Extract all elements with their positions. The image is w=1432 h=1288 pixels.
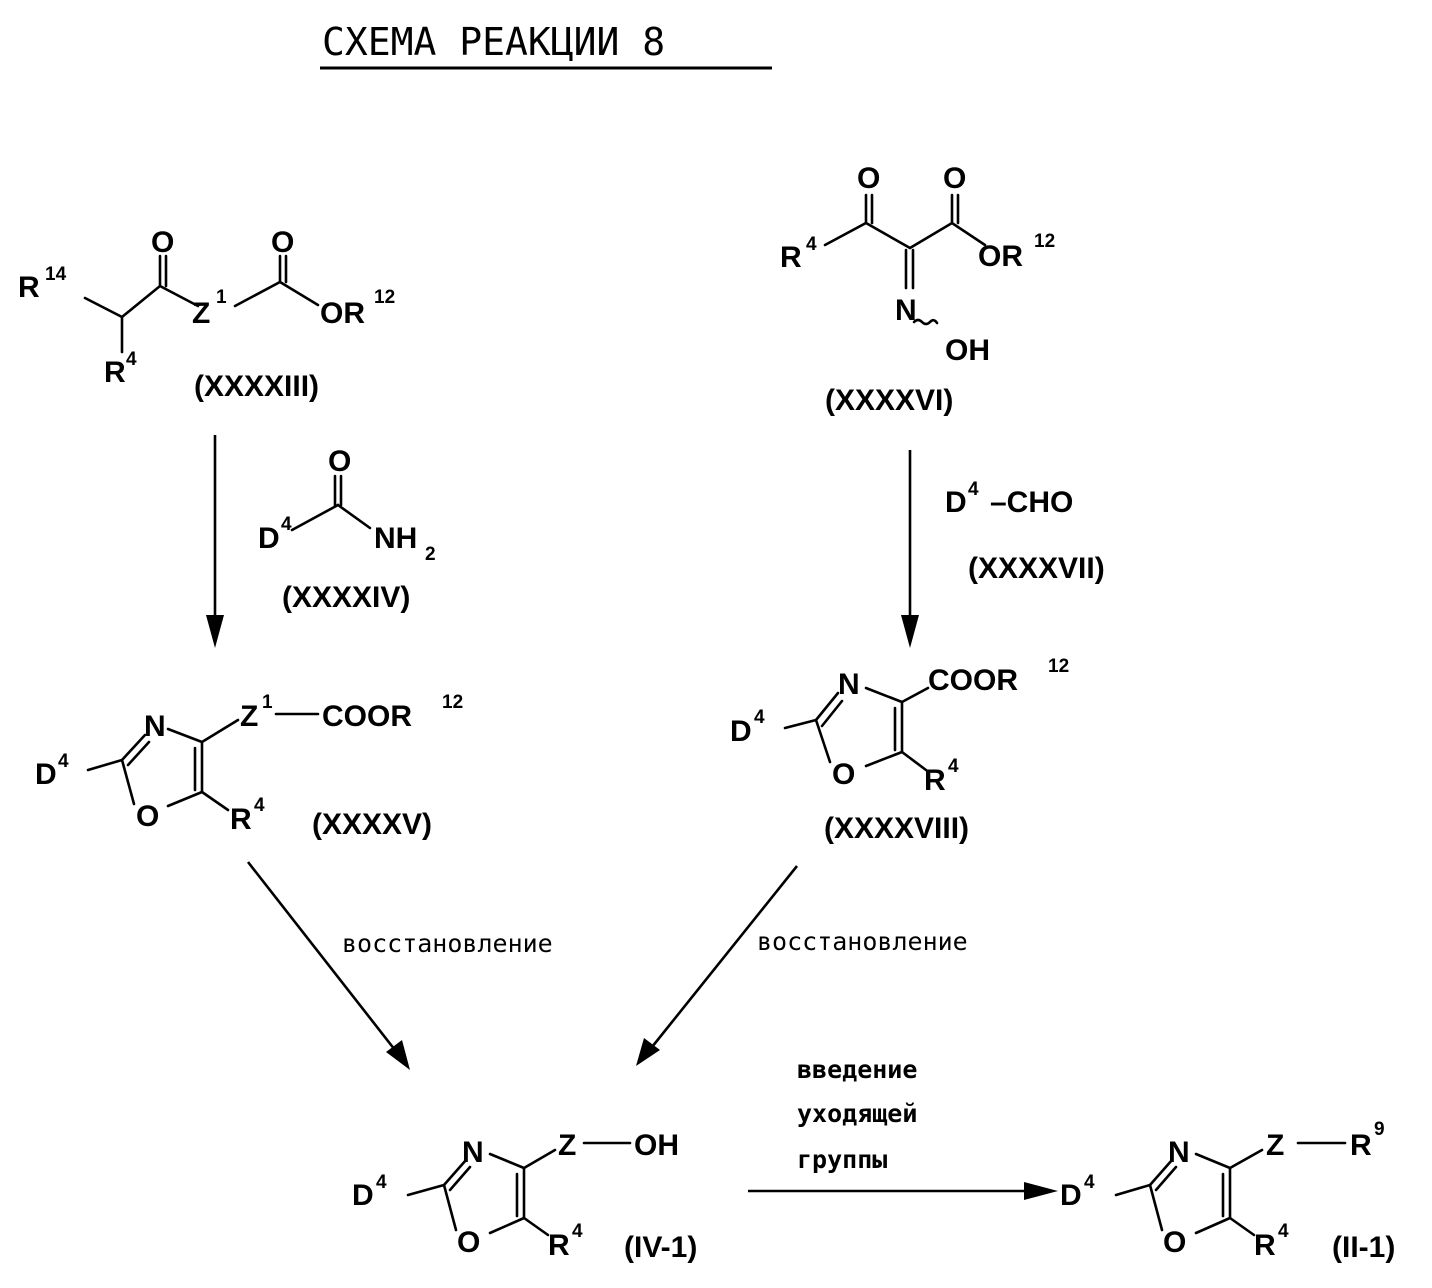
- compound-number: (XXXXVIII): [824, 812, 969, 845]
- coor12-label: COOR: [928, 664, 1018, 697]
- svg-text:14: 14: [45, 264, 67, 285]
- oxygen-label: O: [151, 226, 174, 259]
- arrow-head: [206, 615, 224, 648]
- chain-bonds: [85, 286, 198, 317]
- svg-text:4: 4: [572, 1221, 583, 1242]
- d4-label: D: [352, 1179, 374, 1212]
- d4-label: D: [258, 522, 280, 555]
- r14-label: R: [18, 271, 40, 304]
- nitrogen-label: N: [1168, 1136, 1190, 1169]
- compound-iv-1: D 4 N O R 4 Z OH (IV-1): [352, 1129, 697, 1264]
- compound-ii-1: D 4 N O R 4 Z R 9 (II-1): [1060, 1119, 1395, 1264]
- ring-bond: [122, 735, 145, 760]
- svg-text:4: 4: [281, 514, 292, 535]
- compound-xxxxviii: D 4 N O R 4 COOR 12 (XXXXVIII): [730, 656, 1069, 845]
- nitrogen-label: N: [462, 1136, 484, 1169]
- r4-label: R: [104, 356, 126, 389]
- reagent-xxxxvii: D 4 –CHO (XXXXVII): [945, 479, 1105, 585]
- compound-number: (XXXXV): [312, 808, 432, 841]
- oxygen-label: O: [857, 162, 880, 195]
- svg-text:4: 4: [58, 751, 69, 772]
- oxygen-label: O: [136, 800, 159, 833]
- aldehyde-label: –CHO: [990, 486, 1073, 519]
- arrow-head: [1024, 1182, 1058, 1200]
- d4-label: D: [730, 715, 752, 748]
- svg-text:4: 4: [254, 795, 265, 816]
- compound-xxxxvi: R 4 O O OR 12 N OH (XXXXVI): [780, 162, 1055, 417]
- reduction-label-left: восстановление: [342, 929, 553, 958]
- nitrogen-label: N: [895, 294, 917, 327]
- r4-label: R: [1254, 1229, 1276, 1262]
- svg-text:4: 4: [948, 756, 959, 777]
- svg-text:4: 4: [376, 1172, 387, 1193]
- compound-number: (XXXXVI): [825, 384, 953, 417]
- svg-text:4: 4: [968, 479, 979, 500]
- svg-text:4: 4: [1084, 1172, 1095, 1193]
- oxygen-label: O: [832, 758, 855, 791]
- oxygen-label: O: [457, 1226, 480, 1259]
- oxygen-label: O: [271, 226, 294, 259]
- or12-label: OR: [320, 297, 365, 330]
- reagent-xxxxiv: D 4 O NH 2 (XXXXIV): [258, 445, 436, 614]
- r9-label: R: [1350, 1129, 1372, 1162]
- svg-text:12: 12: [1034, 231, 1055, 252]
- r4-label: R: [230, 803, 252, 836]
- leaving-group-label-line3: группы: [797, 1145, 887, 1174]
- compound-number: (XXXXIII): [194, 370, 319, 403]
- d4-label: D: [35, 758, 57, 791]
- z1-label: Z: [192, 297, 210, 330]
- oxygen-label: O: [943, 162, 966, 195]
- compound-number: (IV-1): [624, 1231, 697, 1264]
- nitrogen-label: N: [144, 710, 166, 743]
- ring-bond: [816, 693, 838, 720]
- or12-label: OR: [978, 240, 1023, 273]
- z-label: Z: [558, 1129, 576, 1162]
- leaving-group-label-line2: уходящей: [797, 1099, 917, 1128]
- compound-number: (II-1): [1332, 1231, 1395, 1264]
- d4-label: D: [945, 486, 967, 519]
- svg-text:4: 4: [806, 234, 817, 255]
- compound-xxxxiii: R 14 R 4 O O Z 1 OR 12 (XXXXIII): [18, 226, 395, 403]
- svg-text:4: 4: [754, 707, 765, 728]
- svg-text:12: 12: [1048, 656, 1069, 677]
- amide-nh2-label: NH: [374, 522, 417, 555]
- coor12-label: COOR: [322, 700, 412, 733]
- reduction-label-right: восстановление: [757, 927, 968, 956]
- leaving-group-label-line1: введение: [797, 1055, 917, 1084]
- svg-text:2: 2: [425, 544, 436, 565]
- ester-bonds: [235, 282, 318, 306]
- svg-text:1: 1: [216, 287, 227, 308]
- reduction-arrow-right: [652, 866, 797, 1047]
- svg-text:9: 9: [1374, 1119, 1385, 1140]
- z1-label: Z: [240, 700, 258, 733]
- wavy-bond: [914, 320, 937, 324]
- svg-text:4: 4: [126, 349, 137, 370]
- oxygen-label: O: [1163, 1226, 1186, 1259]
- compound-number: (XXXXVII): [968, 552, 1105, 585]
- d4-label: D: [1060, 1179, 1082, 1212]
- nitrogen-label: N: [838, 668, 860, 701]
- svg-text:12: 12: [374, 287, 395, 308]
- svg-text:4: 4: [1278, 1221, 1289, 1242]
- svg-text:12: 12: [442, 692, 463, 713]
- z-label: Z: [1266, 1129, 1284, 1162]
- hydroxyl-label: OH: [945, 334, 990, 367]
- scheme-title: СХЕМА РЕАКЦИИ 8: [322, 20, 665, 64]
- r4-label: R: [548, 1229, 570, 1262]
- chain-bonds: [825, 223, 985, 248]
- compound-xxxxv: D 4 N O R 4 Z 1 COOR 12 (XXXXV): [35, 692, 463, 841]
- oxygen-label: O: [328, 445, 351, 478]
- hydroxyl-label: OH: [634, 1129, 679, 1162]
- svg-text:1: 1: [262, 692, 273, 713]
- r4-label: R: [780, 241, 802, 274]
- arrow-head: [901, 615, 919, 648]
- r4-label: R: [924, 764, 946, 797]
- compound-number: (XXXXIV): [282, 581, 410, 614]
